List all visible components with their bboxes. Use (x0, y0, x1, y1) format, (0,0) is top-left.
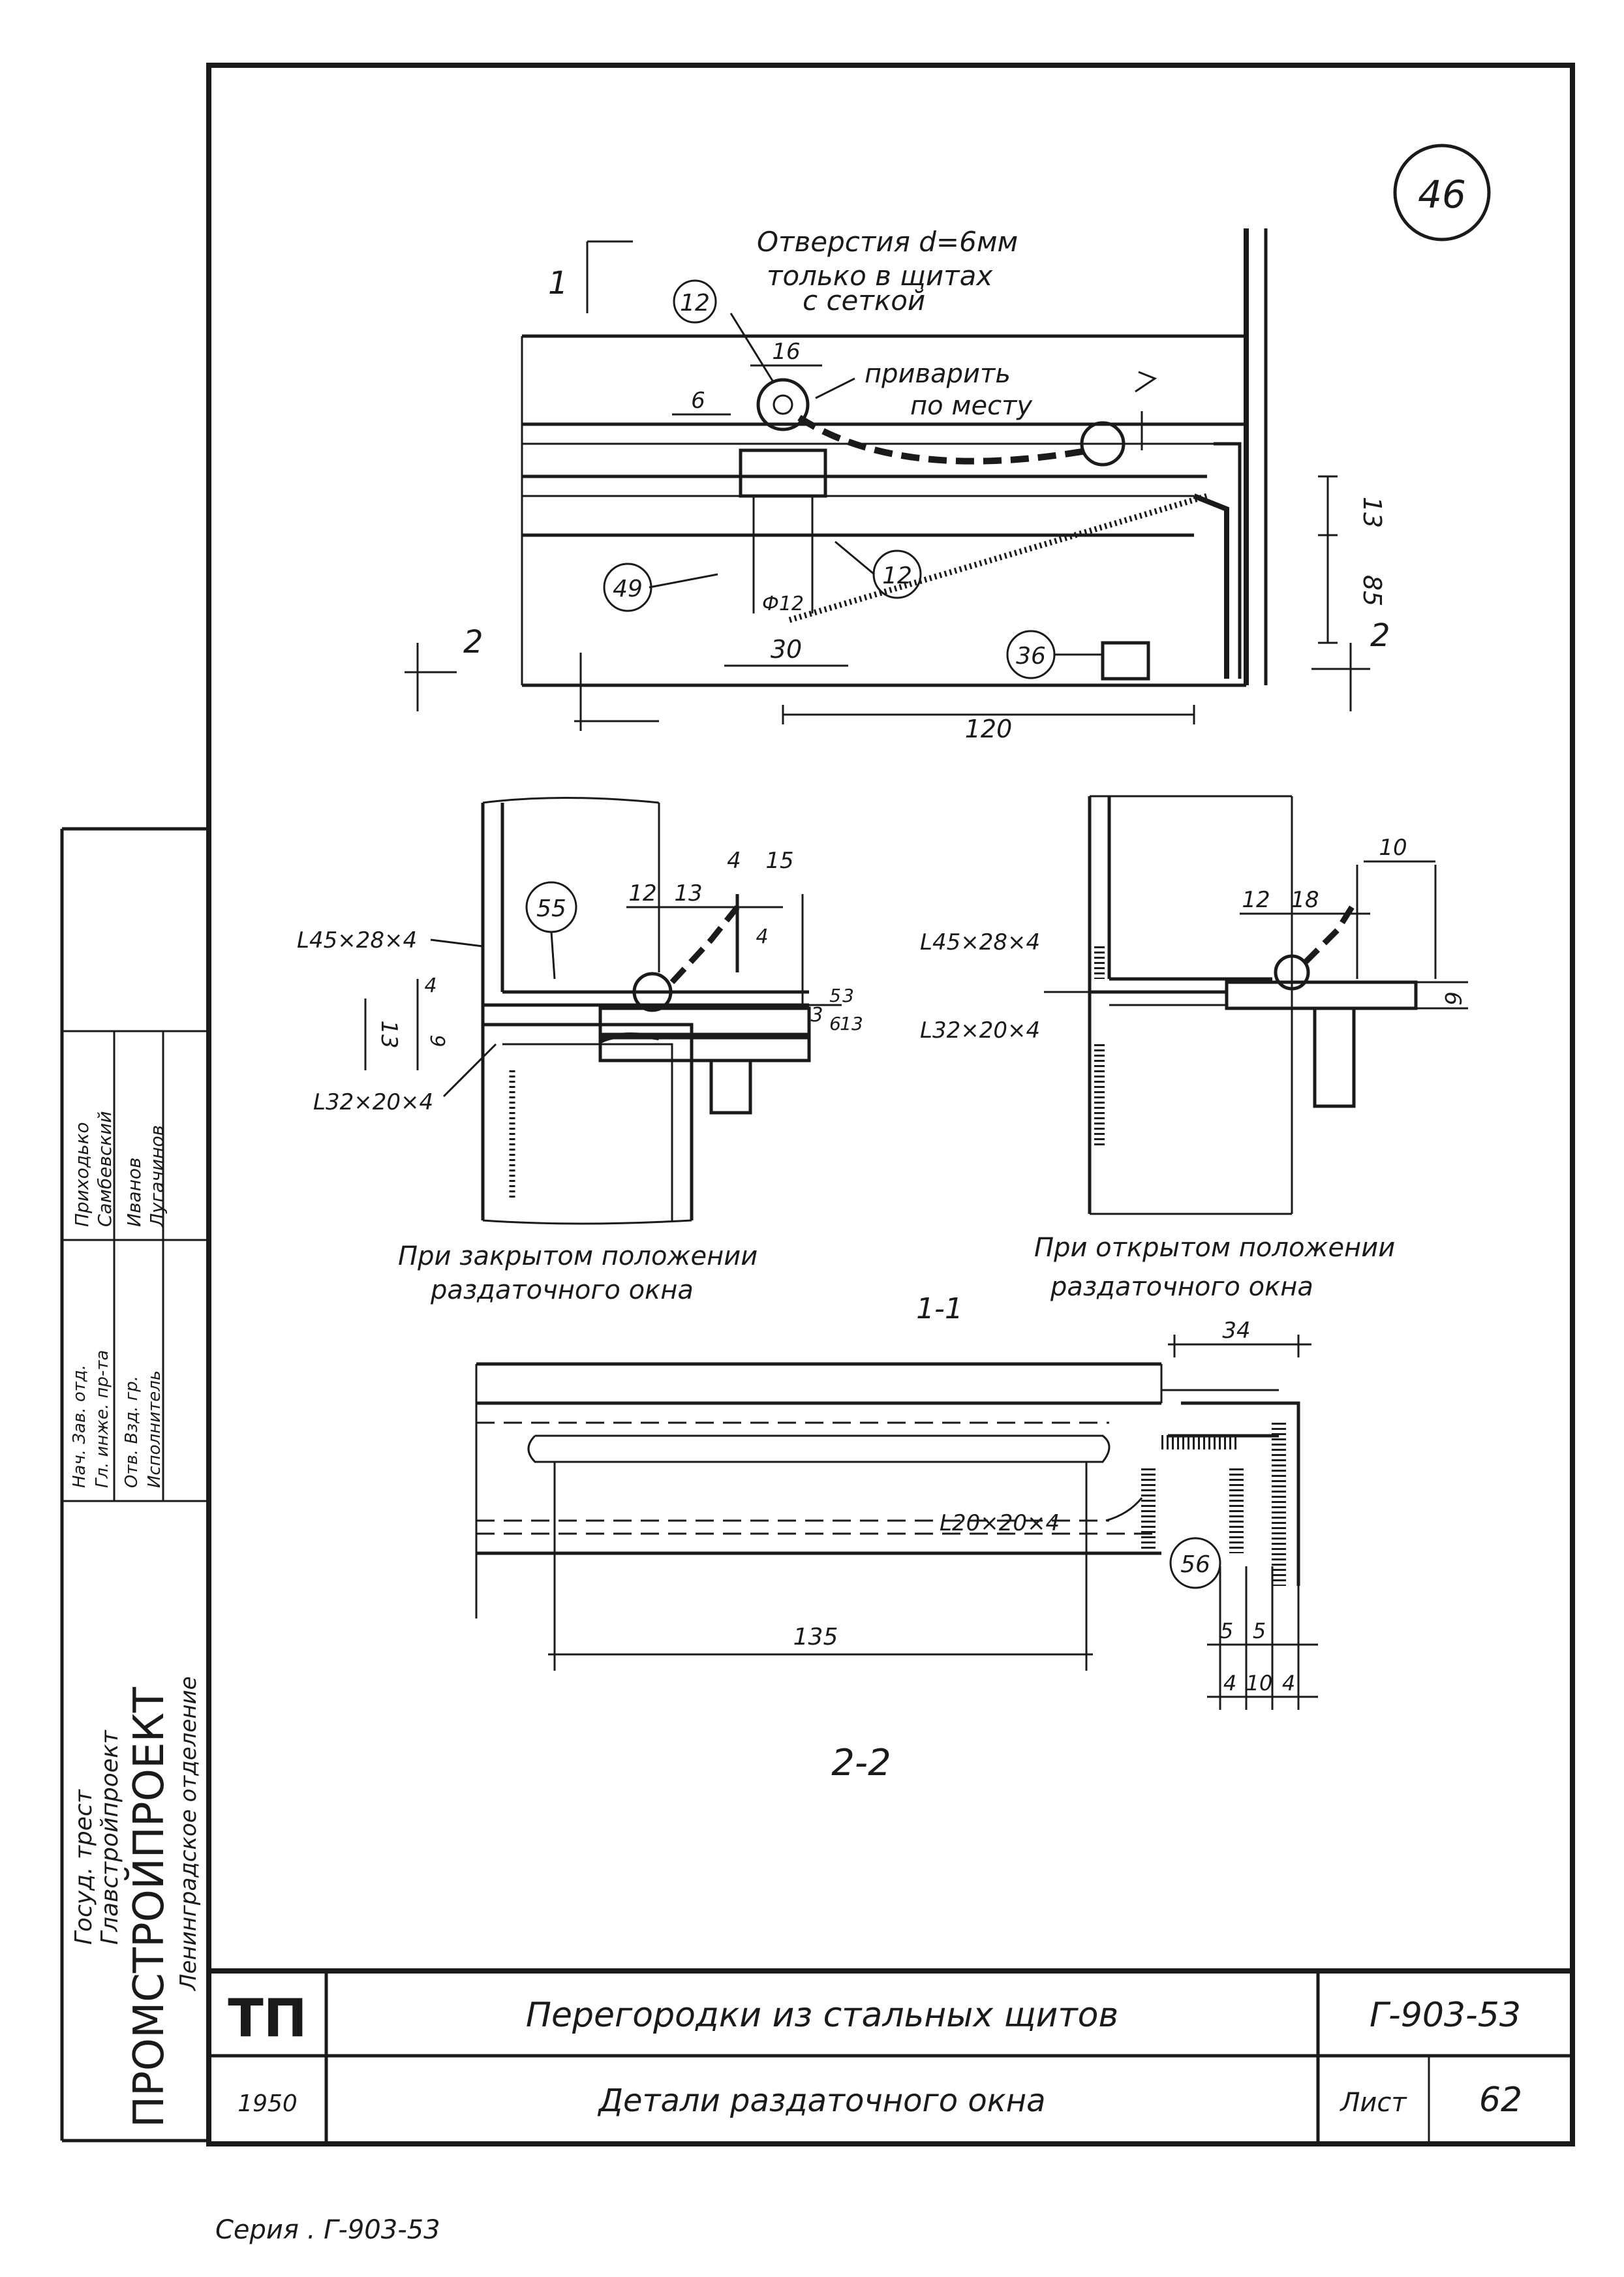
section2-dim-10: 10 (1246, 1671, 1273, 1696)
closed-dim-6: 6 (829, 1013, 841, 1034)
section2-dim-135: 135 (793, 1624, 838, 1650)
marker-56-label: 56 (1180, 1551, 1210, 1578)
note-holes-line-1: Отверстия d=6мм (757, 226, 1018, 258)
note-weld-line-1: приварить (865, 359, 1011, 389)
title-year: 1950 (237, 2090, 298, 2117)
marker-55-label: 55 (536, 895, 566, 922)
title-sheet-number: 62 (1479, 2081, 1522, 2120)
section-2-2 (475, 1335, 1318, 1710)
closed-angle-top: L45×28×4 (297, 927, 417, 953)
plan-dim-6: 6 (691, 388, 705, 414)
closed-dim-13-right: 13 (840, 1013, 863, 1034)
sheet-circle-number: 46 (1418, 172, 1466, 217)
title-main: Перегородки из стальных щитов (526, 1996, 1118, 2035)
closed-dim-9: 9 (425, 1034, 448, 1047)
closed-dim-12: 12 (628, 880, 656, 906)
plan-dim-120: 120 (965, 715, 1013, 743)
title-sheet-label: Лист (1339, 2088, 1407, 2118)
open-caption-2: раздаточного окна (1050, 1272, 1313, 1302)
marker-56 (1169, 1537, 1221, 1589)
stamp-org-line-2: Главстройпроект (97, 1729, 123, 1945)
section-2-label: 2-2 (831, 1742, 891, 1784)
plan-dim-13: 13 (1358, 497, 1387, 528)
plan-dim-phi12: Ф12 (762, 593, 804, 615)
stamp-org-name: ПРОМСТРОЙПРОЕКТ (124, 1686, 174, 2128)
footer-series: Серия . Г-903-53 (215, 2215, 440, 2245)
title-sub: Детали раздаточного окна (598, 2083, 1046, 2119)
section-mark-right: 2 (1370, 617, 1390, 654)
open-dim-18: 18 (1291, 887, 1319, 913)
stamp-org-line-1: Госуд. трест (70, 1789, 97, 1945)
closed-caption-2: раздаточного окна (430, 1275, 694, 1305)
closed-view (364, 797, 842, 1225)
section2-dim-5b: 5 (1253, 1619, 1266, 1643)
closed-dim-13: 13 (674, 880, 702, 906)
stamp-dept: Ленинградское отделение (176, 1676, 202, 1992)
open-dim-10: 10 (1379, 835, 1407, 861)
section2-dim-5a: 5 (1220, 1619, 1233, 1643)
title-logo: ТП (228, 1988, 307, 2049)
marker-49-label: 49 (613, 576, 643, 602)
stamp-role-3: Отв. Взд. гр. (122, 1376, 142, 1488)
title-block (209, 1968, 1572, 2144)
stamp-name-1: Приходько (71, 1122, 93, 1227)
marker-36-label: 36 (1016, 643, 1046, 670)
section-mark-left: 2 (463, 624, 483, 660)
note-weld-line-2: по месту (910, 391, 1033, 421)
note-holes-line-3: с сеткой (803, 285, 925, 317)
open-angle-top: L45×28×4 (920, 929, 1040, 955)
sheet-circle (1393, 144, 1491, 241)
closed-dim-3: 3 (810, 1004, 823, 1027)
plan-dim-85: 85 (1358, 575, 1387, 606)
closed-dim-4-top: 4 (727, 848, 741, 874)
plan-dim-16: 16 (772, 339, 800, 365)
side-stamp: Госуд. трест Главстройпроект ПРОМСТРОЙПР… (70, 1111, 202, 2128)
section2-angle: L20×20×4 (940, 1510, 1060, 1536)
stamp-name-4: Лугачинов (146, 1125, 168, 1228)
open-caption-1: При открытом положении (1034, 1233, 1395, 1263)
closed-dim-13-left: 13 (376, 1020, 402, 1048)
stamp-name-3: Иванов (123, 1157, 145, 1227)
stamp-name-2: Самбевский (94, 1111, 115, 1227)
open-dim-12: 12 (1242, 887, 1270, 913)
closed-angle-bottom: L32×20×4 (313, 1089, 433, 1115)
sheet-border (206, 63, 1575, 2146)
open-dim-6: 6 (1439, 991, 1465, 1006)
section2-dim-4b: 4 (1282, 1671, 1295, 1696)
open-angle-bottom: L32×20×4 (920, 1017, 1040, 1044)
open-view (1044, 795, 1468, 1215)
section2-dim-34: 34 (1222, 1318, 1250, 1344)
stamp-role-2: Гл. инже. пр-та (93, 1350, 112, 1488)
section2-dim-4a: 4 (1223, 1671, 1236, 1696)
marker-12-top (673, 279, 717, 324)
stamp-role-1: Нач. Зав. отд. (70, 1365, 89, 1488)
marker-12-mid-label: 12 (882, 563, 912, 589)
section-1-label: 1-1 (916, 1292, 963, 1325)
note-holes-line-2: только в щитах (767, 260, 993, 292)
section-mark-top: 1 (548, 265, 568, 302)
closed-dim-5: 5 (829, 985, 841, 1006)
closed-caption-1: При закрытом положении (398, 1241, 758, 1271)
plan-view (405, 228, 1370, 731)
closed-dim-15: 15 (765, 848, 793, 874)
closed-dim-3-right: 3 (842, 985, 854, 1006)
title-series-code: Г-903-53 (1370, 1996, 1521, 2035)
stamp-role-4: Исполнитель (145, 1371, 164, 1488)
marker-12-top-label: 12 (680, 290, 710, 317)
closed-dim-4-left: 4 (424, 974, 437, 997)
plan-dim-30: 30 (771, 635, 802, 664)
closed-dim-4-mid: 4 (756, 925, 768, 948)
